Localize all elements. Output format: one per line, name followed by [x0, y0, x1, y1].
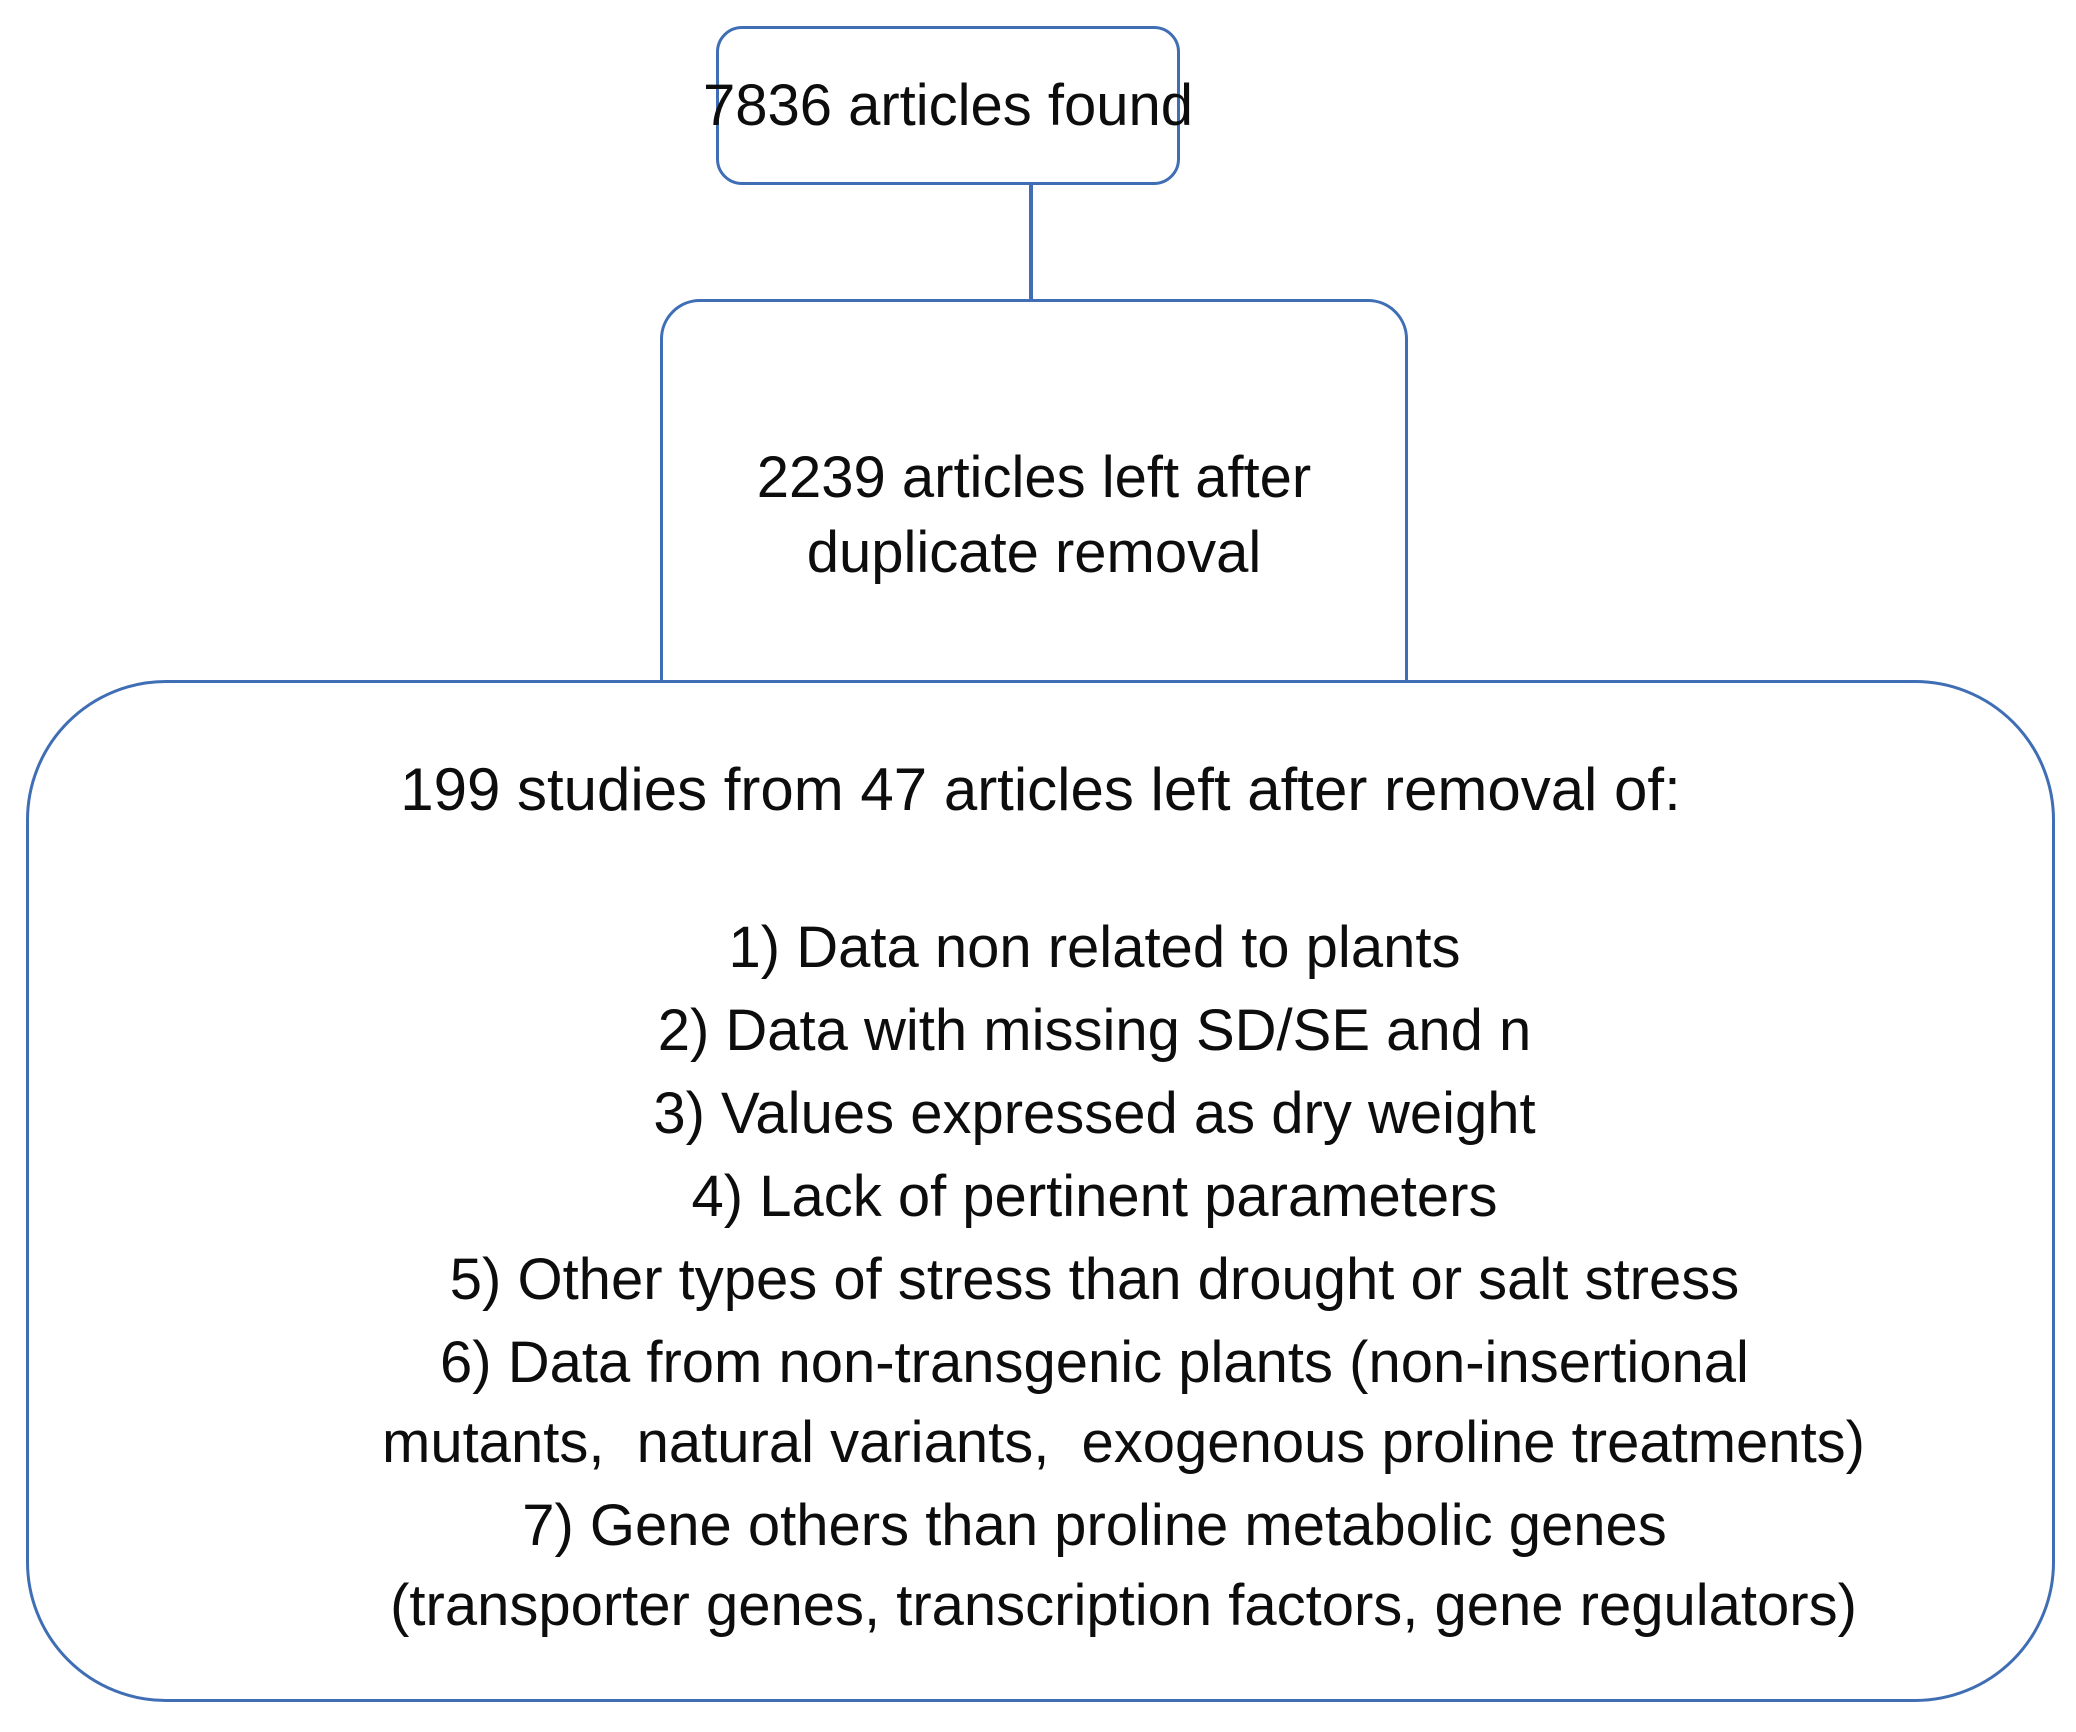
node-articles-found: 7836 articles found	[703, 26, 1193, 185]
exclusion-criteria-item-text: Values expressed as dry weight	[721, 1081, 1536, 1146]
exclusion-criteria-item: 7) Gene others than proline metabolic ge…	[197, 1497, 1992, 1635]
exclusion-criteria-item-continuation: mutants, natural variants, exogenous pro…	[382, 1410, 1865, 1475]
exclusion-criteria-item: 5) Other types of stress than drought or…	[197, 1251, 1992, 1309]
exclusion-criteria-list: 1) Data non related to plants 2) Data wit…	[197, 919, 1992, 1635]
node-articles-found-label: 7836 articles found	[702, 72, 1194, 138]
exclusion-criteria-item-number: 2)	[657, 998, 726, 1063]
exclusion-criteria-item-number: 3)	[653, 1081, 722, 1146]
exclusion-criteria-item: 2) Data with missing SD/SE and n	[197, 1002, 1992, 1060]
exclusion-criteria-item: 3) Values expressed as dry weight	[197, 1085, 1992, 1143]
exclusion-criteria-item-number: 7)	[522, 1493, 590, 1558]
connector-found-to-dedup	[1029, 182, 1033, 304]
exclusion-criteria-item-number: 4)	[691, 1164, 760, 1229]
exclusion-criteria-item-number: 1)	[728, 915, 797, 980]
exclusion-criteria-item-text: Data from non-transgenic plants (non-ins…	[507, 1330, 1749, 1395]
exclusion-criteria-item: 4) Lack of pertinent parameters	[197, 1168, 1992, 1226]
exclusion-criteria-item-text: Gene others than proline metabolic genes	[589, 1493, 1667, 1558]
exclusion-criteria-item-text: Data with missing SD/SE and n	[725, 998, 1532, 1063]
exclusion-criteria-item-number: 6)	[440, 1330, 508, 1395]
exclusion-criteria-item-text: Other types of stress than drought or sa…	[517, 1247, 1740, 1312]
exclusion-criteria-heading: 199 studies from 47 articles left after …	[400, 756, 1681, 823]
exclusion-criteria-item: 6) Data from non-transgenic plants (non-…	[197, 1334, 1992, 1472]
node-articles-after-dedup-label: 2239 articles left after duplicate remov…	[756, 444, 1312, 585]
node-exclusion-criteria: 199 studies from 47 articles left after …	[26, 680, 2055, 1702]
exclusion-criteria-item: 1) Data non related to plants	[197, 919, 1992, 977]
exclusion-criteria-item-text: Lack of pertinent parameters	[759, 1164, 1498, 1229]
node-articles-after-dedup: 2239 articles left after duplicate remov…	[660, 299, 1408, 731]
exclusion-criteria-item-number: 5)	[449, 1247, 518, 1312]
exclusion-criteria-item-continuation: (transporter genes, transcription factor…	[390, 1573, 1857, 1638]
exclusion-criteria-item-text: Data non related to plants	[796, 915, 1461, 980]
